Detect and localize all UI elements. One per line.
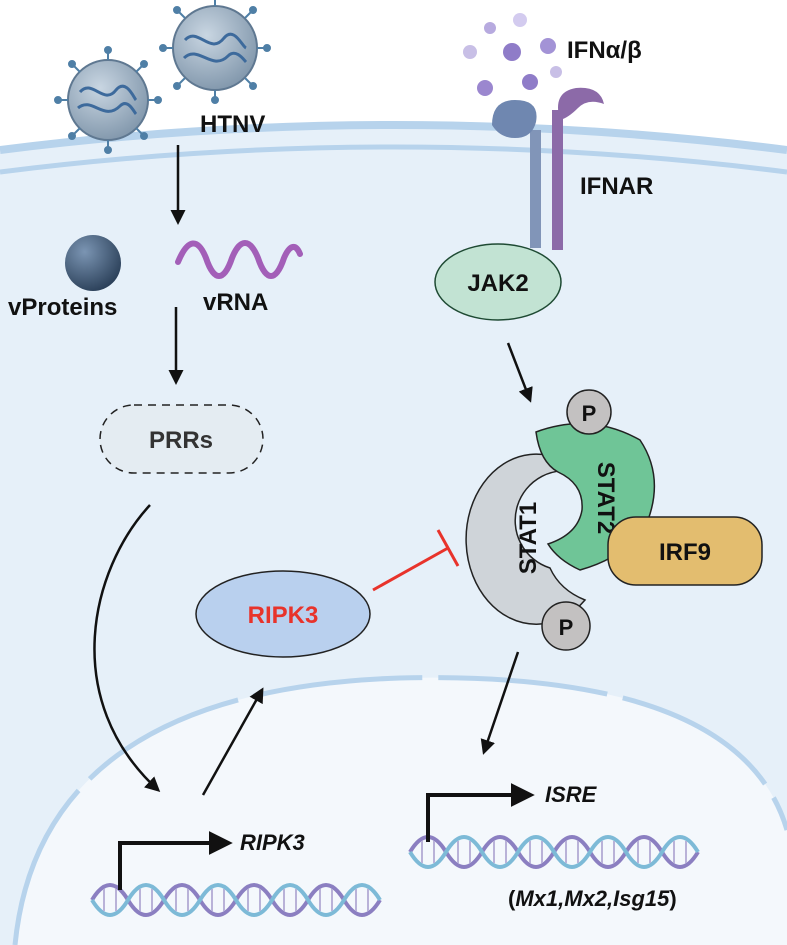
irf9-label: IRF9 (659, 539, 711, 566)
vrna-label: vRNA (203, 289, 268, 316)
ifn-label: IFNα/β (567, 37, 642, 64)
inhibition-line (372, 546, 449, 592)
arrow-prrs-to-gene (93, 504, 161, 793)
receptor-icon (492, 87, 604, 250)
phosphate-bottom (541, 601, 591, 651)
isre-label: ISRE (545, 782, 598, 807)
ifn-molecule-icon (463, 13, 562, 96)
phosphate-bottom-label: P (559, 615, 574, 640)
prrs-node (99, 404, 264, 474)
irf9-node (607, 516, 763, 586)
cell-membrane-inner (0, 144, 787, 175)
phosphate-top-label: P (582, 401, 597, 426)
inhibition-bar (436, 529, 460, 567)
phosphate-top (566, 389, 612, 435)
isg-genes: Mx1,Mx2,Isg15 (515, 886, 670, 911)
arrow-gene-to-protein (201, 687, 264, 796)
virus-label: HTNV (200, 111, 265, 138)
jak2-label: JAK2 (467, 270, 528, 297)
virus-icon (54, 46, 162, 154)
jak2-node (434, 243, 562, 321)
arrow-stat-to-isre (480, 651, 520, 755)
isg-open-paren: ( (508, 886, 516, 911)
protein-sphere-icon (65, 235, 121, 291)
ripk3-protein-label: RIPK3 (248, 602, 319, 629)
ripk3-node (195, 570, 371, 658)
receptor-label: IFNAR (580, 173, 653, 200)
isg-list-label: (Mx1,Mx2,Isg15) (508, 886, 677, 911)
promoter-arrow-icon (426, 783, 535, 842)
virus-icon (159, 0, 271, 104)
stat2-label: STAT2 (592, 462, 619, 534)
nucleus-region (15, 677, 787, 945)
isg-close-paren: ) (669, 886, 676, 911)
promoter-arrow-icon (118, 831, 233, 890)
rna-wave-icon (175, 240, 303, 279)
vproteins-label: vProteins (8, 294, 117, 321)
arrow-jak2-to-stat (506, 342, 533, 403)
stat1-label: STAT1 (515, 502, 542, 574)
prrs-label: PRRs (149, 427, 213, 454)
ripk3-gene-label: RIPK3 (240, 830, 305, 855)
nuclear-envelope (12, 675, 787, 945)
